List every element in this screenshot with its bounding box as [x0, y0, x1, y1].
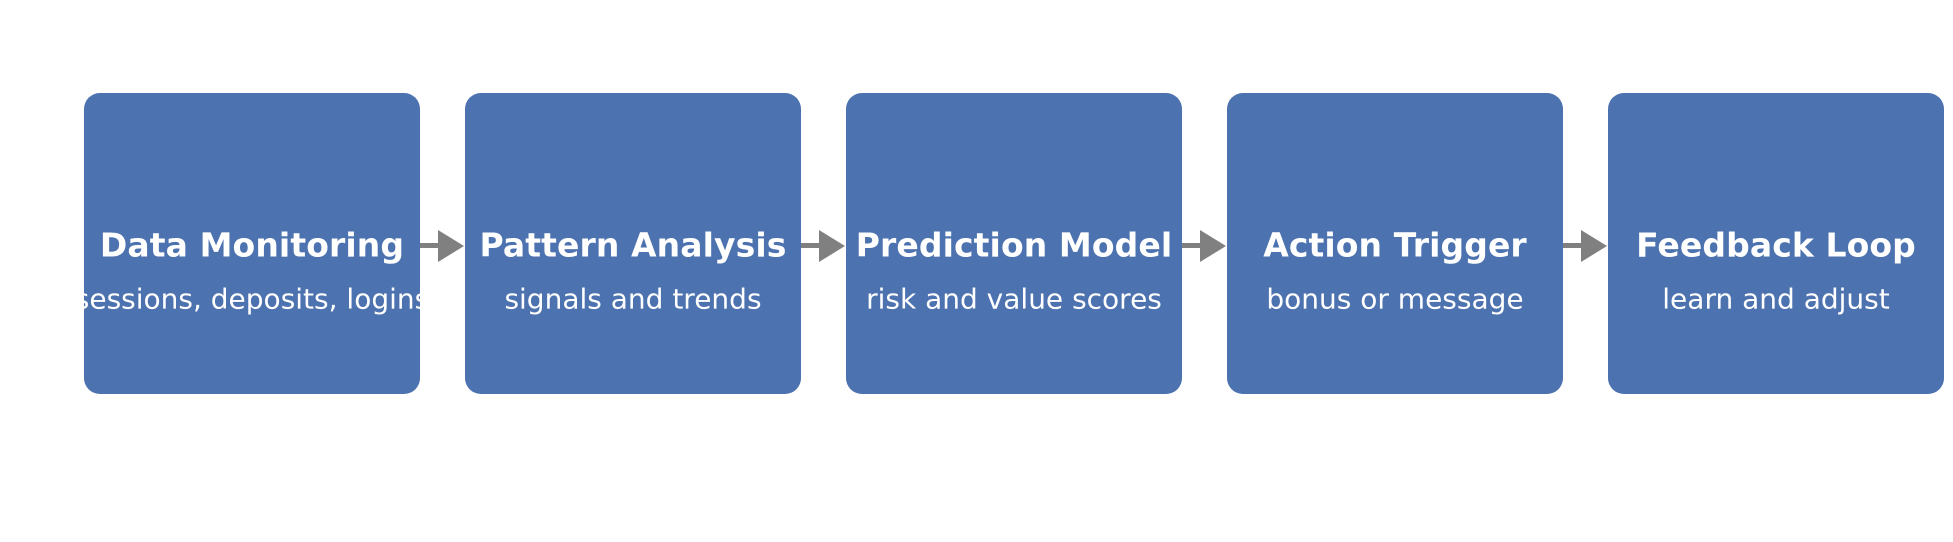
node-label-action-trigger: Action Trigger bonus or message	[1135, 229, 1655, 314]
process-node-action-trigger[interactable]	[1227, 93, 1563, 394]
node-label-prediction-model: Prediction Model risk and value scores	[754, 229, 1274, 314]
node-subtitle: risk and value scores	[866, 282, 1162, 316]
process-node-prediction-model[interactable]	[846, 93, 1182, 394]
process-node-pattern-analysis[interactable]	[465, 93, 801, 394]
node-subtitle: bonus or message	[1266, 282, 1524, 316]
node-title: Data Monitoring	[99, 225, 405, 265]
node-subtitle: learn and adjust	[1662, 282, 1890, 316]
node-subtitle: signals and trends	[504, 282, 762, 316]
process-node-data-monitoring[interactable]	[84, 93, 420, 394]
node-label-data-monitoring: Data Monitoring sessions, deposits, logi…	[0, 229, 512, 314]
node-label-feedback-loop: Feedback Loop learn and adjust	[1516, 229, 1953, 314]
node-title: Feedback Loop	[1636, 225, 1916, 265]
node-subtitle: sessions, deposits, logins	[74, 282, 430, 316]
process-node-feedback-loop[interactable]	[1608, 93, 1944, 394]
node-label-pattern-analysis: Pattern Analysis signals and trends	[373, 229, 893, 314]
node-title: Prediction Model	[855, 225, 1173, 265]
node-title: Action Trigger	[1263, 225, 1527, 265]
node-title: Pattern Analysis	[479, 225, 787, 265]
